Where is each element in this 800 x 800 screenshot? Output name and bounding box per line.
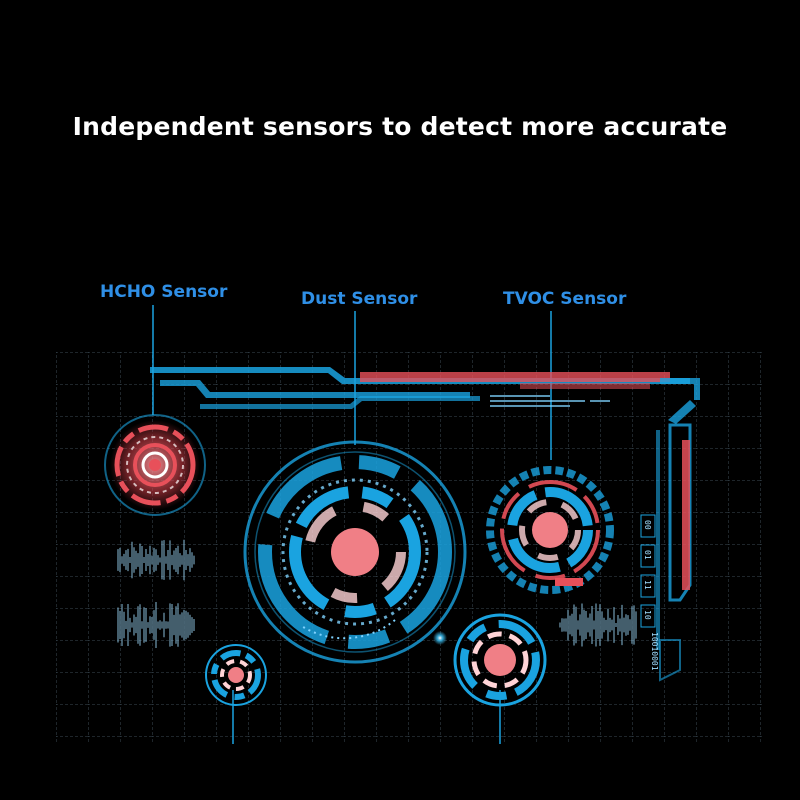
side-number-box [640, 544, 656, 568]
side-number-box [640, 574, 656, 598]
side-number-list: 00 01 11 10 [640, 514, 656, 628]
side-number: 01 [643, 550, 652, 560]
side-number: 11 [643, 580, 652, 590]
tvoc-sensor-dial [486, 466, 614, 594]
side-number: 00 [643, 520, 652, 530]
small-dial-bottom-center [453, 613, 547, 707]
waveform-left-top [117, 539, 195, 581]
hcho-sensor-label: HCHO Sensor [100, 282, 228, 302]
hcho-sensor-dial [104, 414, 206, 516]
dust-sensor-dial [243, 440, 467, 664]
small-dial-bottom-left [205, 644, 267, 706]
right-side-panel [656, 400, 696, 682]
tvoc-sensor-label: TVOC Sensor [503, 289, 627, 309]
side-number: 10 [643, 610, 652, 620]
waveform-right [559, 603, 637, 647]
headline: Independent sensors to detect more accur… [72, 112, 728, 141]
dust-sensor-label: Dust Sensor [301, 289, 418, 309]
waveform-left-bottom [117, 602, 195, 648]
side-number-box [640, 514, 656, 538]
binary-code-text: 10010001 [650, 632, 659, 671]
glow-dot [433, 631, 447, 645]
side-number-box [640, 604, 656, 628]
top-frame [150, 367, 700, 409]
